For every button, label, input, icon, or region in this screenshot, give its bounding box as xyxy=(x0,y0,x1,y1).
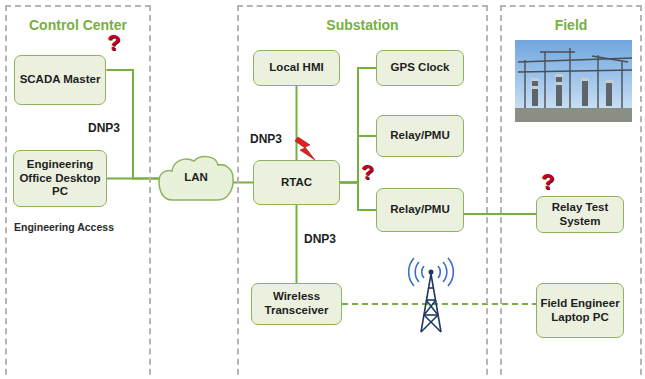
node-label: Field Engineer Laptop PC xyxy=(540,297,620,325)
node-label: Relay Test System xyxy=(540,201,620,229)
node-label: RTAC xyxy=(281,176,312,190)
region-heading: Field xyxy=(502,17,640,33)
node-label: GPS Clock xyxy=(391,61,450,75)
process-box: Relay/PMU xyxy=(376,115,464,157)
node-label: Wireless Transceiver xyxy=(255,290,338,318)
threat-mark: ? xyxy=(107,30,120,56)
antenna-tower xyxy=(409,258,454,332)
access-note: Engineering Access xyxy=(14,221,114,233)
region-band: FieldRelay Test SystemField Engineer Lap… xyxy=(500,5,642,379)
protocol-label: DNP3 xyxy=(304,232,336,246)
node-label: Local HMI xyxy=(269,61,323,75)
attack-bolt xyxy=(295,137,315,160)
network-cloud: LAN xyxy=(158,153,234,203)
process-box: GPS Clock xyxy=(376,50,464,86)
protocol-label: DNP3 xyxy=(250,132,282,146)
node-label: Engineering Office Desktop PC xyxy=(17,158,103,199)
connector-line xyxy=(342,303,536,305)
region-heading: Substation xyxy=(239,17,486,33)
protocol-label: DNP3 xyxy=(88,121,120,135)
region-band: SubstationLocal HMI GPS ClockRelay/PMU RTA… xyxy=(237,5,488,379)
connector-line xyxy=(107,178,159,180)
region-heading: Control Center xyxy=(7,17,149,33)
process-box: Wireless Transceiver xyxy=(251,283,342,325)
process-box: Engineering Office Desktop PC xyxy=(13,150,107,207)
process-box: Relay/PMU xyxy=(376,188,464,232)
node-label: LAN xyxy=(184,171,208,185)
region-band: Control CenterSCADA MasterEngineering Of… xyxy=(5,5,151,379)
process-box: Local HMI xyxy=(253,50,340,86)
connector-line xyxy=(296,205,298,283)
substation-photo xyxy=(515,40,632,122)
node-label: SCADA Master xyxy=(20,73,101,87)
process-box: SCADA Master xyxy=(14,55,107,105)
node-label: Relay/PMU xyxy=(390,129,449,143)
process-box: RTAC xyxy=(253,160,340,205)
node-label: Relay/PMU xyxy=(390,203,449,217)
process-box: Relay Test System xyxy=(536,196,624,234)
connector-line xyxy=(340,183,376,211)
process-box: Field Engineer Laptop PC xyxy=(536,283,624,338)
threat-mark: ? xyxy=(361,160,374,184)
connector-line xyxy=(233,182,253,184)
connector-line xyxy=(296,86,298,160)
threat-mark: ? xyxy=(541,169,554,195)
